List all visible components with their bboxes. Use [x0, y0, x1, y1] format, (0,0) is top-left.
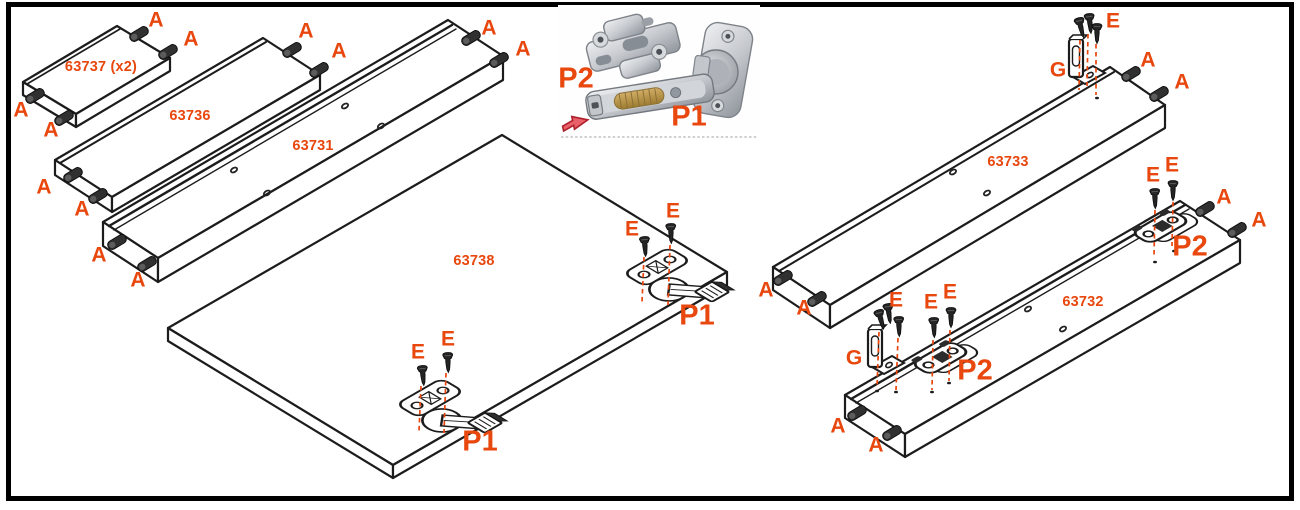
- screw-icon: [928, 316, 940, 339]
- dowel-pin-icon: [1225, 220, 1249, 240]
- panel-63733: [771, 65, 1167, 330]
- screw-icon: [945, 307, 957, 328]
- screw-icon: [1167, 180, 1179, 201]
- hinge-arm-photo: [585, 73, 715, 120]
- hinge-photo-inset: [558, 5, 760, 138]
- hinge-plate-p2-photo: [585, 13, 681, 79]
- dowel-pin-icon: [1193, 199, 1217, 219]
- alignment-dashes: [418, 33, 1174, 434]
- pilot-holes: [229, 102, 1068, 333]
- screw-icon: [893, 315, 905, 338]
- panel-63731: [101, 18, 505, 284]
- screw-target-dots: [875, 96, 1176, 394]
- screw-icon: [882, 302, 896, 325]
- pointer-arrow-icon: [561, 115, 590, 133]
- screw-icon: [1149, 187, 1161, 210]
- diagram-border: [6, 2, 1294, 501]
- screw-icon: [1091, 23, 1103, 44]
